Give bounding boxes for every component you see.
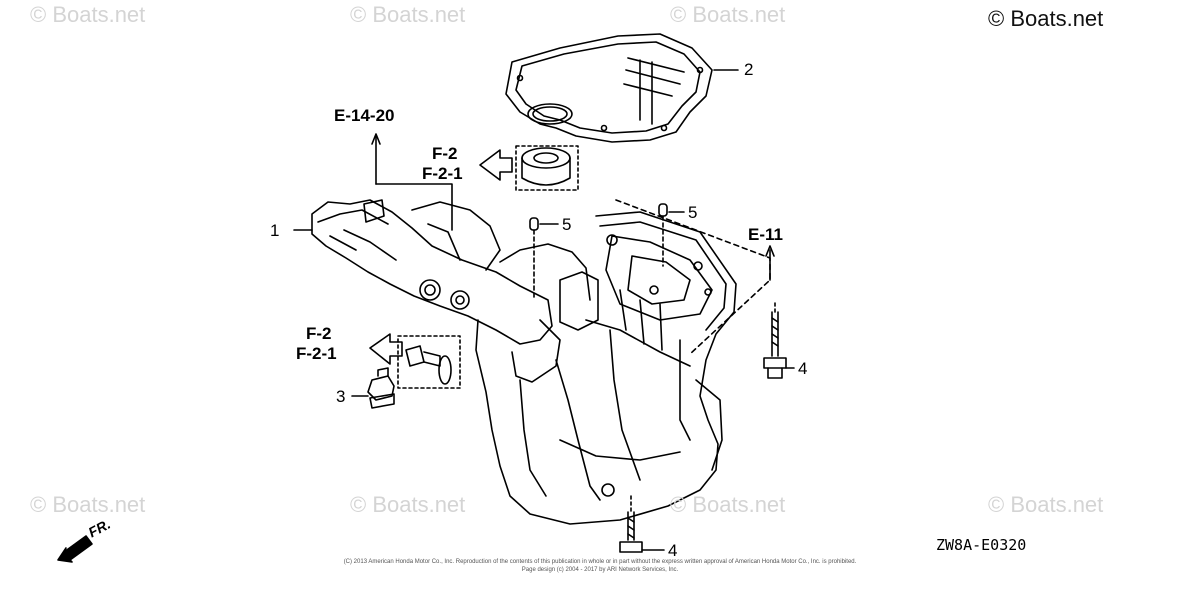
dowel-pin-left[interactable] [529,217,539,301]
flange-bolt-right[interactable] [763,299,787,379]
reference-dashed-outline [615,199,771,355]
ref-f2-1-left[interactable]: F-2-1 [296,344,337,363]
callout-3[interactable]: 3 [336,387,346,406]
front-direction-arrow [57,535,93,563]
callout-1[interactable]: 1 [270,221,280,240]
diagram-code: ZW8A-E0320 [936,536,1027,554]
callout-5-left[interactable]: 5 [562,215,572,234]
watermark-text: © Boats.net [30,2,146,27]
callout-5-right[interactable]: 5 [688,203,698,222]
callout-4-bottom[interactable]: 4 [668,541,678,560]
callout-4-right[interactable]: 4 [798,359,808,378]
hollow-arrow-left [369,333,403,365]
watermark-logo: © Boats.net [988,6,1104,31]
copyright-line-1: (C) 2013 American Honda Motor Co., Inc. … [343,559,857,565]
watermark-text: © Boats.net [988,492,1104,517]
housing-part[interactable] [311,199,737,525]
copyright-line-2: Page design (c) 2004 - 2017 by ARI Netwo… [521,567,679,573]
ref-f2-1-top[interactable]: F-2-1 [422,164,463,183]
watermark-text: © Boats.net [670,492,786,517]
ref-e14-20[interactable]: E-14-20 [334,106,395,125]
watermark-text: © Boats.net [350,2,466,27]
watermark-text: © Boats.net [350,492,466,517]
dowel-pin-right[interactable] [658,203,668,267]
drain-bolt-reference[interactable] [397,335,461,389]
drain-plug-part[interactable] [367,367,395,409]
ref-f2-top[interactable]: F-2 [432,144,458,163]
oil-seal-part[interactable] [515,145,579,191]
watermark-text: © Boats.net [30,492,146,517]
gasket-part[interactable] [505,33,713,143]
ref-f2-left[interactable]: F-2 [306,324,332,343]
flange-bolt-bottom[interactable] [619,495,643,553]
callout-2[interactable]: 2 [744,60,754,79]
ref-e11[interactable]: E-11 [748,225,783,244]
hollow-arrow-top [479,149,513,181]
watermark-text: © Boats.net [670,2,786,27]
